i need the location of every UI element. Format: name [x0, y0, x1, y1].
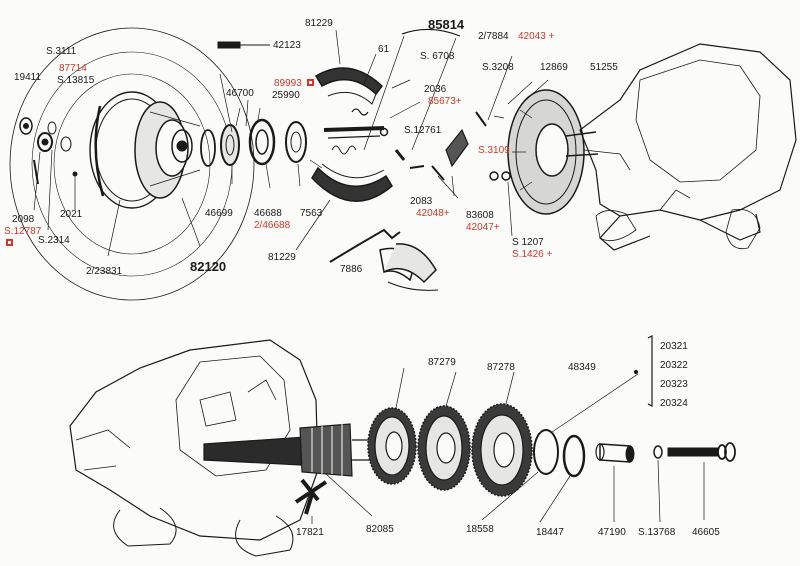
- label-12869: 12869: [540, 62, 568, 73]
- label-25990: 25990: [272, 90, 300, 101]
- washer-s13768: [653, 445, 663, 459]
- label-20324: 20324: [660, 398, 688, 409]
- bolt-42123: [217, 41, 270, 49]
- cam-lever-parts: [391, 79, 511, 181]
- label-46688: 46688: [254, 208, 282, 219]
- label-s3111: S.3111: [46, 46, 77, 57]
- brake-drum: [9, 27, 255, 301]
- label-42048: 42048+: [416, 208, 450, 219]
- bearings: [200, 107, 323, 169]
- red-square-marker: [6, 239, 13, 246]
- label-s3208: S.3208: [482, 62, 514, 73]
- label-42043: 42043 +: [518, 31, 555, 42]
- label-7563: 7563: [300, 208, 323, 219]
- label-2-7884: 2/7884: [478, 31, 509, 42]
- left-small-parts: [19, 117, 78, 231]
- label-20322: 20322: [660, 360, 688, 371]
- engine-case-upper: [565, 43, 797, 251]
- label-82120: 82120: [190, 259, 227, 274]
- label-42123: 42123: [273, 40, 301, 51]
- label-83608: 83608: [466, 210, 494, 221]
- gear-87279: [367, 407, 417, 485]
- label-2083: 2083: [410, 196, 433, 207]
- gear-87278: [417, 405, 471, 491]
- layshaft-82085: [203, 423, 373, 517]
- label-87714: 87714: [59, 63, 87, 74]
- label-20323: 20323: [660, 379, 688, 390]
- label-2-23831: 2/23831: [86, 266, 123, 277]
- label-2036: 2036: [424, 84, 447, 95]
- engine-case-lower: [69, 339, 319, 557]
- label-85814: 85814: [428, 17, 465, 32]
- label-85673: 85673+: [428, 96, 462, 107]
- label-42047: 42047+: [466, 222, 500, 233]
- bracket-85814: [363, 28, 461, 151]
- leader-lines-top: [107, 29, 549, 257]
- label-s12761: S.12761: [404, 125, 442, 136]
- label-19411: 19411: [14, 72, 42, 83]
- label-2021: 2021: [60, 209, 83, 220]
- brake-backing-plate: [507, 89, 585, 215]
- shim-bracket: [551, 335, 653, 433]
- label-87278: 87278: [487, 362, 515, 373]
- label-s13768: S.13768: [638, 527, 676, 538]
- label-s6708: S. 6708: [420, 51, 455, 62]
- brake-shoe-lower: [311, 163, 439, 291]
- cross-key-17821: [294, 478, 328, 524]
- gear-48349: [471, 403, 533, 497]
- label-7886: 7886: [340, 264, 363, 275]
- label-s12787: S.12787: [4, 226, 42, 237]
- spring-7886: [329, 228, 401, 263]
- label-s2314: S.2314: [38, 235, 70, 246]
- label-46700: 46700: [226, 88, 254, 99]
- spacer-47190: [595, 443, 635, 463]
- label-51255: 51255: [590, 62, 618, 73]
- circlip-18447: [562, 434, 586, 478]
- shim-ring-18558: [533, 429, 559, 475]
- label-46699: 46699: [205, 208, 233, 219]
- label-17821: 17821: [296, 527, 324, 538]
- label-20321: 20321: [660, 341, 688, 352]
- bolt-46605: [667, 442, 736, 462]
- label-s1426: S.1426 +: [512, 249, 553, 260]
- label-2098: 2098: [12, 214, 35, 225]
- label-48349: 48349: [568, 362, 596, 373]
- brake-shoe-upper: [314, 67, 389, 155]
- label-81229-top: 81229: [305, 18, 333, 29]
- label-s3109: S.3109: [478, 145, 510, 156]
- label-46605: 46605: [692, 527, 720, 538]
- label-47190: 47190: [598, 527, 626, 538]
- leader-lines-bottom: [395, 367, 705, 523]
- label-18447: 18447: [536, 527, 564, 538]
- label-18558: 18558: [466, 524, 494, 535]
- label-s13815: S.13815: [57, 75, 95, 86]
- red-square-marker: [307, 79, 314, 86]
- label-89993: 89993: [274, 78, 302, 89]
- label-61: 61: [378, 44, 390, 55]
- label-s1207: S 1207: [512, 237, 544, 248]
- label-81229-bottom: 81229: [268, 252, 296, 263]
- label-87279: 87279: [428, 357, 456, 368]
- label-2-46688: 2/46688: [254, 220, 291, 231]
- label-82085: 82085: [366, 524, 394, 535]
